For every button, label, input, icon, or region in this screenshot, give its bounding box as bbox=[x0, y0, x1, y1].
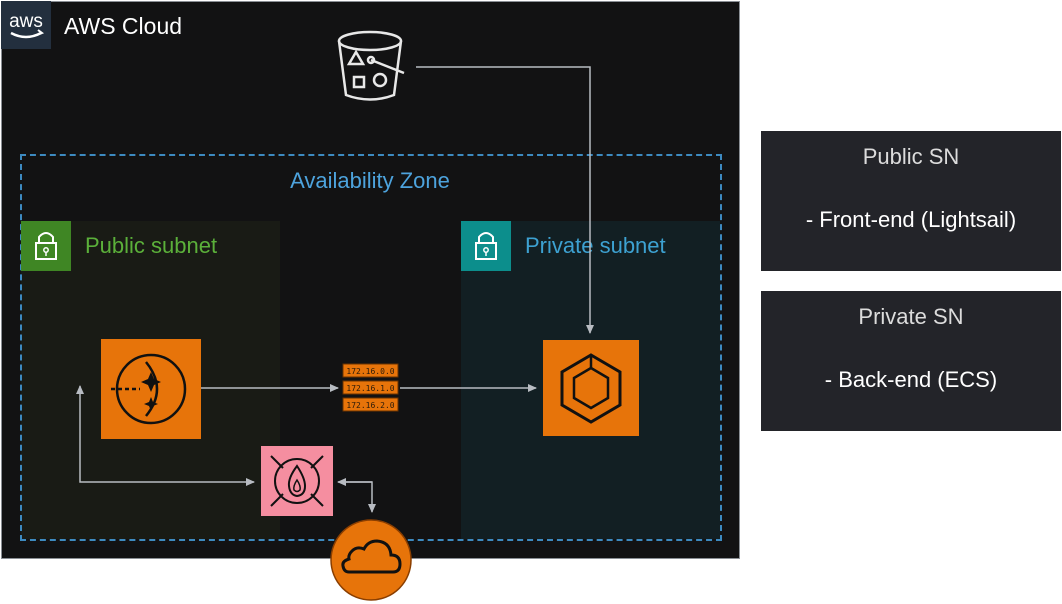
s3-bucket-icon bbox=[337, 30, 405, 101]
private-subnet-title: Private subnet bbox=[525, 233, 666, 258]
network-firewall-icon bbox=[261, 446, 333, 516]
aws-logo-icon: aws bbox=[1, 1, 51, 49]
availability-zone-title: Availability Zone bbox=[290, 168, 450, 193]
route-entry: 172.16.2.0 bbox=[346, 401, 394, 410]
lightsail-firewall-connector bbox=[79, 392, 255, 486]
legend-private-item: - Back-end (ECS) bbox=[824, 367, 998, 392]
private-subnet-lock-icon bbox=[461, 221, 511, 271]
route-table-icon: 172.16.0.0 172.16.1.0 172.16.2.0 bbox=[342, 363, 399, 412]
ecs-icon bbox=[543, 340, 639, 436]
legend-public-sn: Public SN - Front-end (Lightsail) bbox=[761, 131, 1061, 271]
legend-public-title: Public SN bbox=[862, 144, 960, 169]
s3-to-ecs-connector bbox=[416, 66, 594, 334]
public-subnet-lock-icon bbox=[21, 221, 71, 271]
public-subnet-title: Public subnet bbox=[85, 233, 218, 258]
firewall-igw-connector bbox=[340, 481, 376, 513]
legend-private-sn: Private SN - Back-end (ECS) bbox=[761, 291, 1061, 431]
route-entry: 172.16.0.0 bbox=[346, 367, 394, 376]
lightsail-icon bbox=[101, 339, 201, 439]
cloud-title: AWS Cloud bbox=[64, 13, 183, 39]
legend-private-title: Private SN bbox=[858, 304, 964, 329]
svg-text:aws: aws bbox=[9, 11, 43, 32]
route-entry: 172.16.1.0 bbox=[346, 384, 394, 393]
internet-gateway-icon bbox=[330, 519, 412, 601]
legend-public-item: - Front-end (Lightsail) bbox=[805, 207, 1017, 232]
